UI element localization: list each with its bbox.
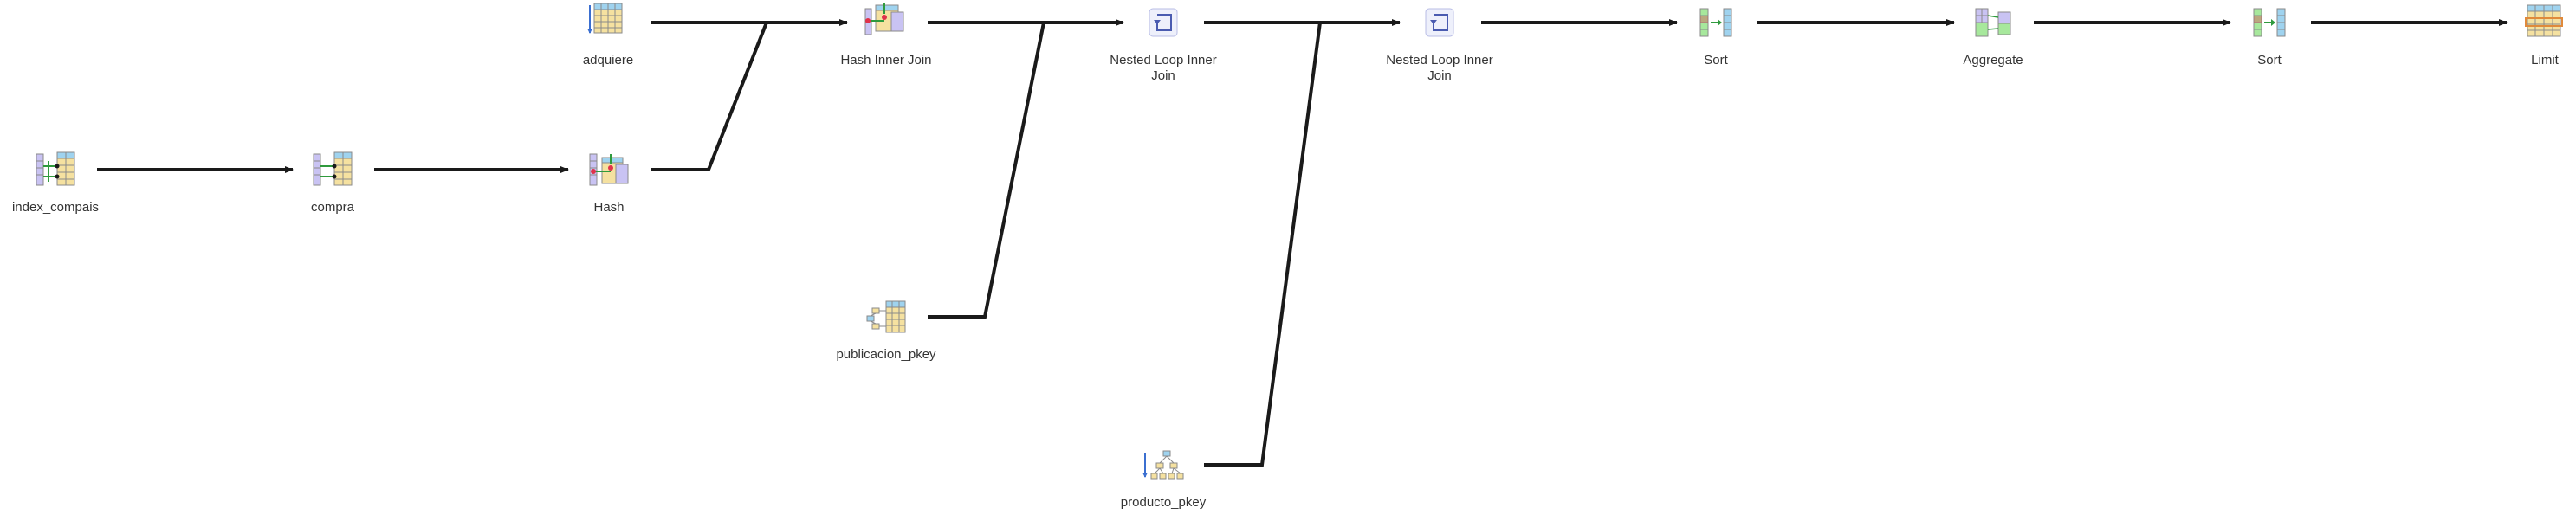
node-label-line: publicacion_pkey [836,347,936,362]
node-adquiere[interactable]: adquiere [583,3,633,68]
node-label-line: Nested Loop Inner [1110,53,1216,68]
node-label-aggregate: Aggregate [1963,53,2023,68]
node-compra[interactable]: compra [311,151,355,215]
index-scan-icon [866,300,906,333]
node-label-hash-inner-join: Hash Inner Join [840,53,931,68]
seq-scan-icon [587,3,623,34]
node-aggregate[interactable]: Aggregate [1963,8,2023,68]
node-label-hash: Hash [593,200,624,215]
node-sort-2[interactable]: Sort [2253,8,2286,68]
node-label-limit: Limit [2531,53,2560,68]
aggregate-icon [1975,8,2011,37]
node-publicacion-pkey[interactable]: publicacion_pkey [836,300,936,362]
nested-loop-icon [1149,8,1178,37]
node-label-line: producto_pkey [1121,495,1207,510]
limit-icon [2525,4,2563,37]
node-label-sort-1: Sort [1704,53,1728,68]
node-label-line: compra [311,200,355,215]
node-label-line: Join [1427,68,1452,83]
node-label-line: Hash [593,200,624,215]
bitmap-heap-icon [313,151,353,186]
node-label-line: adquiere [583,53,633,68]
edge-producto-pkey-to-nested-loop-2 [1204,22,1322,467]
sort-icon [2253,8,2286,37]
node-label-sort-2: Sort [2257,53,2282,68]
nested-loop-icon [1425,8,1454,37]
node-sort-1[interactable]: Sort [1699,8,1732,68]
node-label-line: Join [1151,68,1175,83]
node-label-line: index_compais [12,200,99,215]
node-label-line: Aggregate [1963,53,2023,68]
node-label-line: Nested Loop Inner [1386,53,1492,68]
edge-publicacion-pkey-to-nested-loop-1 [928,22,1045,319]
bitmap-index-icon [36,151,75,186]
node-label-adquiere: adquiere [583,53,633,68]
node-label-index-compais: index_compais [12,200,99,215]
node-label-line: Hash Inner Join [840,53,931,68]
node-label-line: Sort [1704,53,1728,68]
node-hash-inner-join[interactable]: Hash Inner Join [840,3,932,68]
node-limit[interactable]: Limit [2525,4,2563,68]
sort-icon [1699,8,1732,37]
node-label-producto-pkey: producto_pkey [1121,495,1207,510]
edge-hash-to-hash-inner-join [651,22,768,171]
node-index-compais[interactable]: index_compais [12,151,99,215]
node-hash[interactable]: Hash [589,153,629,215]
hash-join-icon [864,3,904,35]
node-label-line: Limit [2531,53,2560,68]
node-producto-pkey[interactable]: producto_pkey [1121,450,1207,510]
node-label-publicacion-pkey: publicacion_pkey [836,347,936,362]
node-label-line: Sort [2257,53,2282,68]
hash-icon [589,153,629,186]
node-label-compra: compra [311,200,355,215]
index-scan-icon [1142,450,1184,480]
